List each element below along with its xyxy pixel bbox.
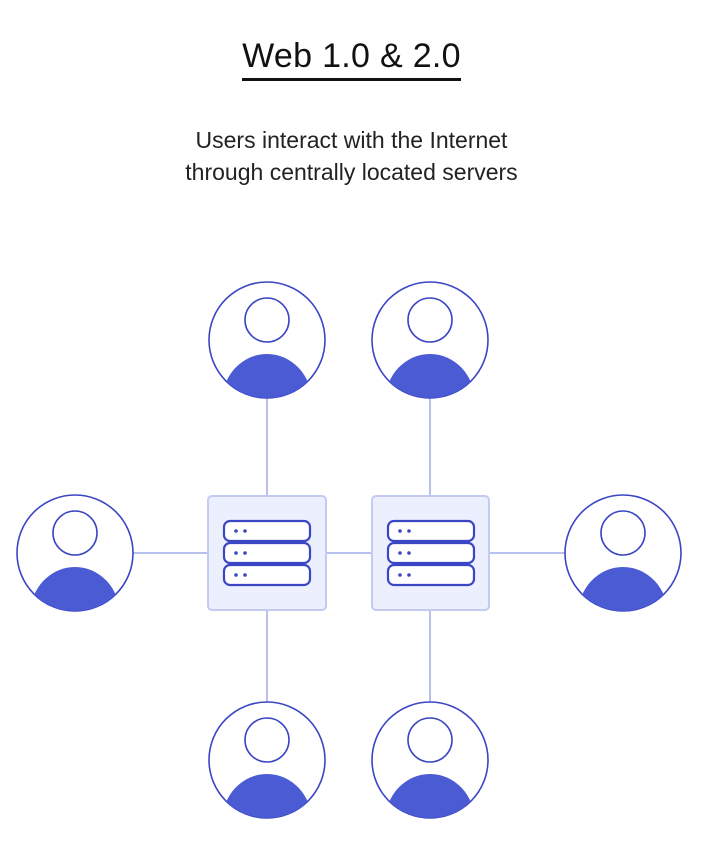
user-avatar-icon [16, 494, 134, 612]
server-right [371, 495, 490, 611]
page-subtitle: Users interact with the Internet through… [0, 124, 703, 188]
user-avatar-icon [208, 281, 326, 399]
subtitle-line-2: through centrally located servers [185, 159, 518, 185]
user-top-left [208, 281, 326, 399]
user-bottom-right [371, 701, 489, 819]
user-avatar-icon [371, 701, 489, 819]
page-title: Web 1.0 & 2.0 [0, 36, 703, 81]
server-stack-icon [386, 519, 476, 587]
server-left [207, 495, 327, 611]
user-avatar-icon [564, 494, 682, 612]
user-bottom-left [208, 701, 326, 819]
user-top-right [371, 281, 489, 399]
connectors [133, 398, 565, 702]
server-stack-icon [222, 519, 312, 587]
user-avatar-icon [371, 281, 489, 399]
user-right [564, 494, 682, 612]
subtitle-line-1: Users interact with the Internet [195, 127, 508, 153]
page-title-text: Web 1.0 & 2.0 [242, 36, 461, 81]
user-avatar-icon [208, 701, 326, 819]
user-left [16, 494, 134, 612]
